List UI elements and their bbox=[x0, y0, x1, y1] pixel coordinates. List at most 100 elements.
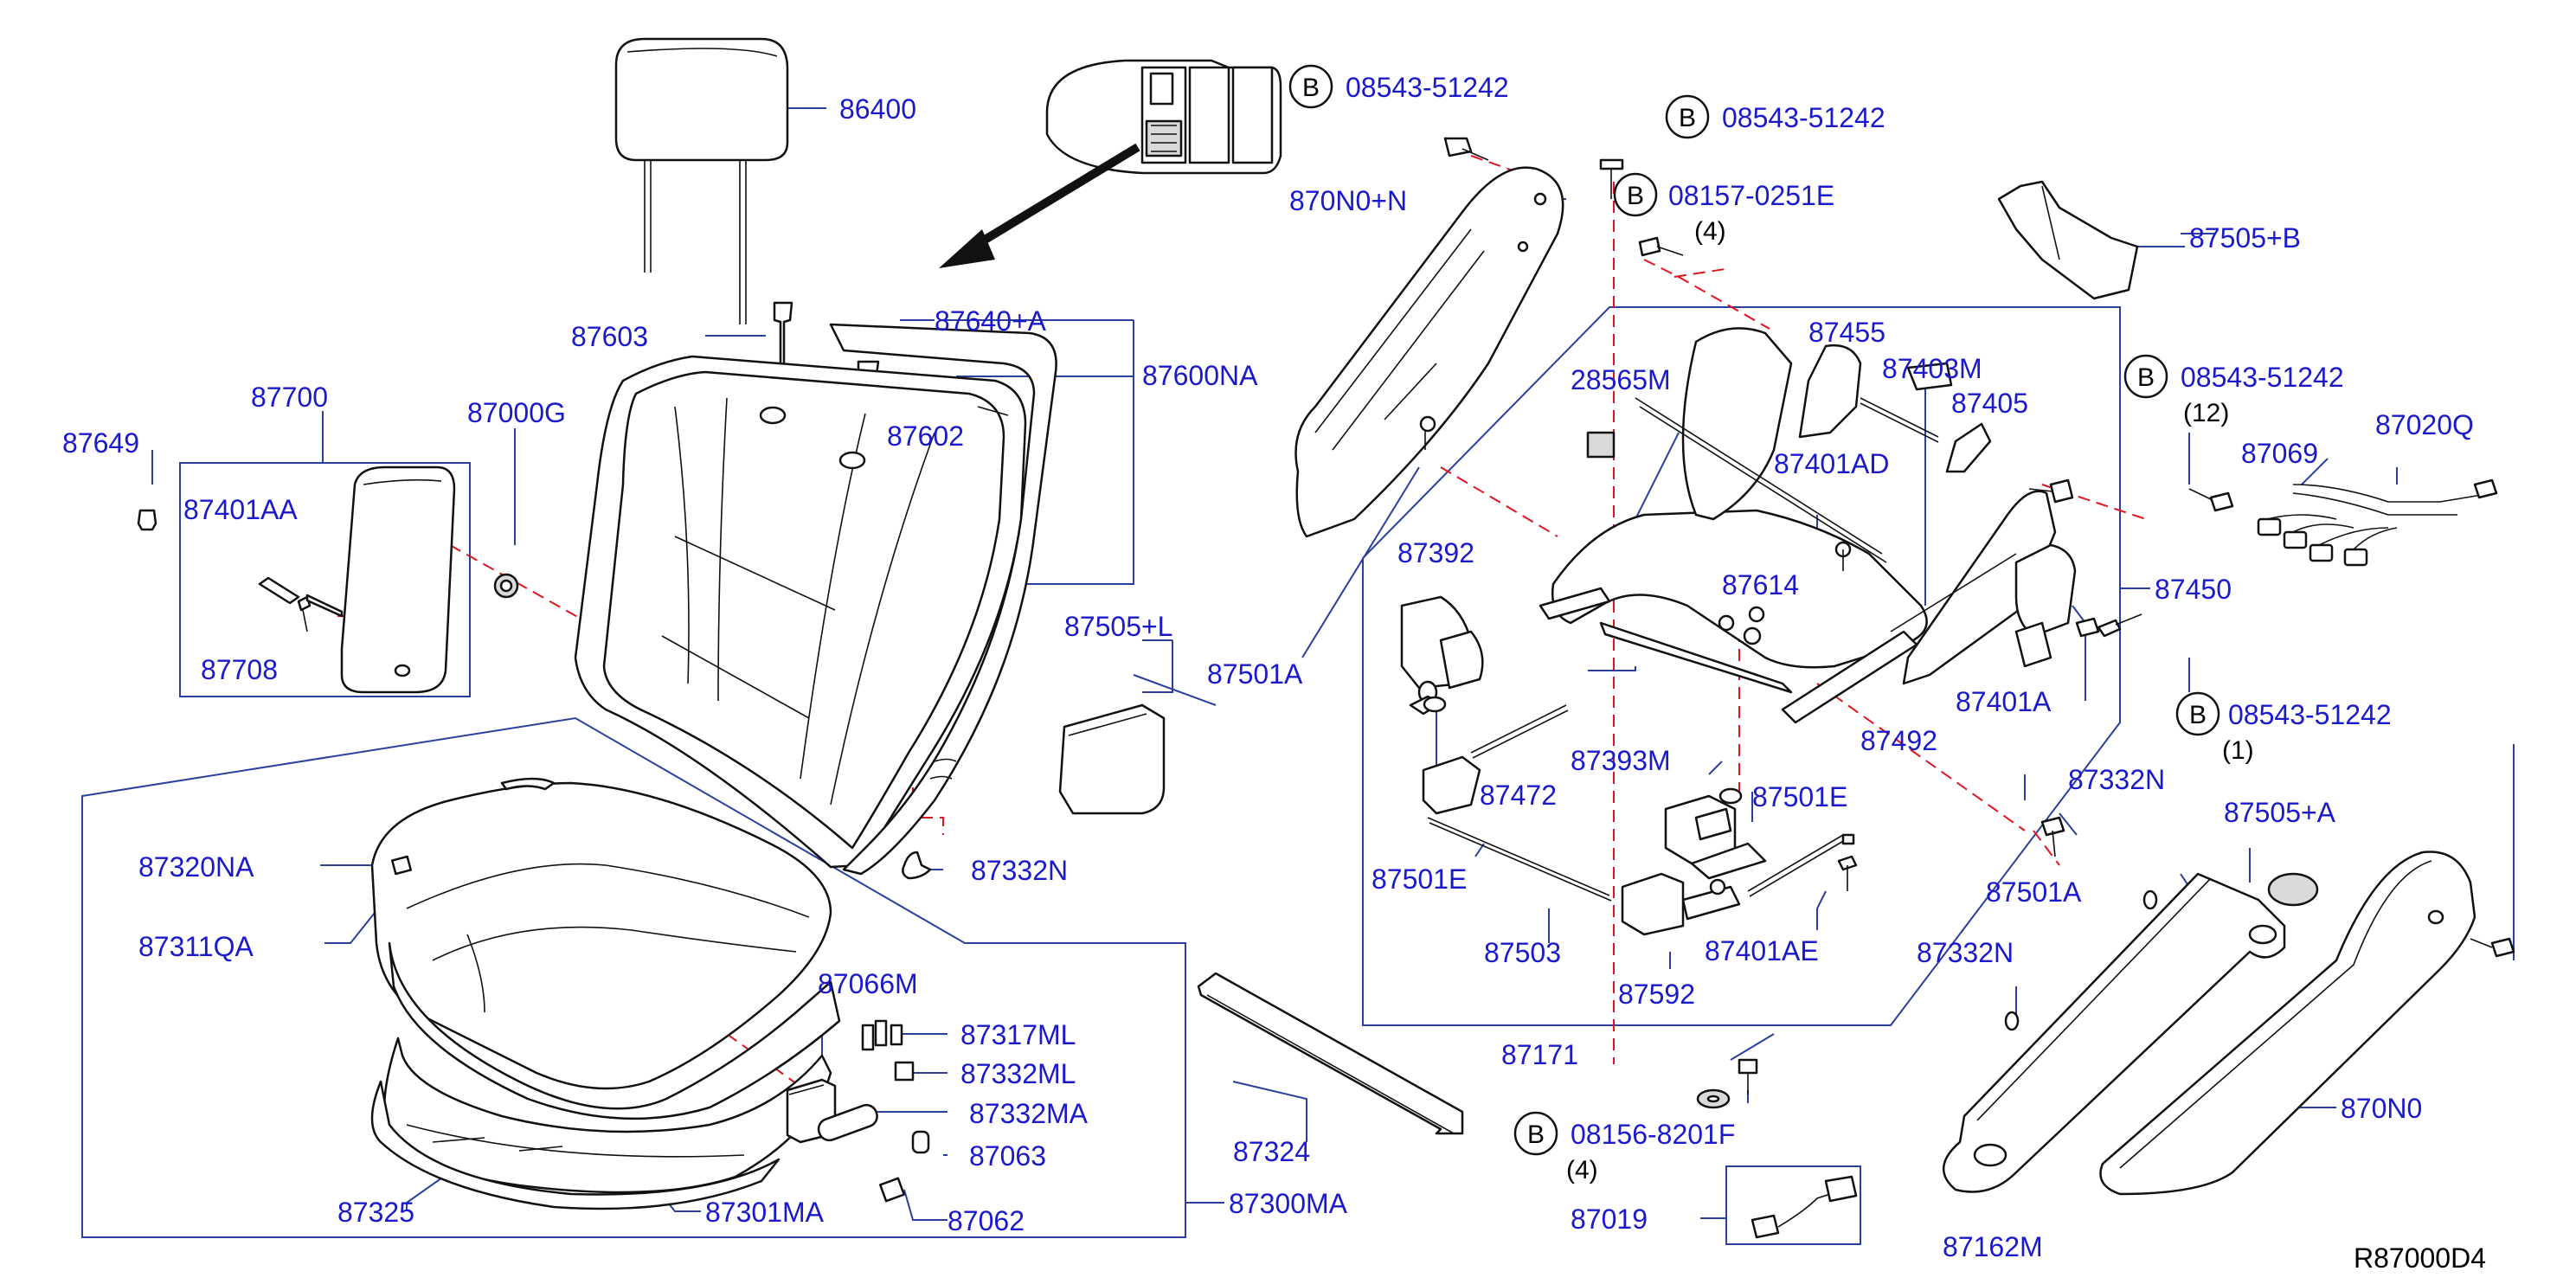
label-87332n-seat: 87332N bbox=[971, 855, 1068, 886]
label-87501a-right: 87501A bbox=[1986, 876, 2082, 908]
label-87505-b: 87505+B bbox=[2189, 222, 2301, 254]
label-87614: 87614 bbox=[1722, 569, 1799, 600]
label-87602: 87602 bbox=[887, 421, 964, 452]
label-87311qa: 87311QA bbox=[138, 931, 254, 962]
label-87401a: 87401A bbox=[1956, 686, 2052, 717]
bolt-marker-b-6-letter: B bbox=[1527, 1120, 1545, 1149]
label-870n0-n: 870N0+N bbox=[1289, 185, 1407, 216]
label-87062: 87062 bbox=[948, 1205, 1025, 1236]
armrest-87700 bbox=[137, 465, 519, 694]
bolt-marker-b-4 bbox=[2123, 354, 2168, 399]
label-87401ad: 87401AD bbox=[1774, 448, 1889, 479]
seat-cushion-87300MA bbox=[370, 777, 841, 1210]
label-87640-a: 87640+A bbox=[935, 305, 1047, 337]
bolts-adjuster bbox=[1443, 137, 2515, 1095]
label-87317ml: 87317ML bbox=[960, 1019, 1076, 1050]
rear-cover-87505L bbox=[1058, 703, 1166, 815]
bolt-marker-b-3 bbox=[1613, 172, 1658, 217]
label-87450: 87450 bbox=[2155, 574, 2232, 605]
label-87320na: 87320NA bbox=[138, 851, 254, 883]
label-87700: 87700 bbox=[251, 382, 328, 413]
armrest-group-frame bbox=[179, 462, 471, 697]
label-87455: 87455 bbox=[1808, 317, 1885, 348]
headrest-86400 bbox=[614, 37, 789, 324]
motor-87401A bbox=[2014, 543, 2100, 668]
bolt-marker-b-1-letter: B bbox=[1302, 74, 1320, 102]
harness-87019 bbox=[1751, 1175, 1858, 1239]
label-qty-12: (12) bbox=[2183, 399, 2229, 427]
label-87300ma: 87300MA bbox=[1229, 1188, 1348, 1219]
label-870n0: 870N0 bbox=[2341, 1093, 2422, 1124]
bolt-marker-b-4-letter: B bbox=[2137, 363, 2155, 392]
rail-cover-87324 bbox=[1197, 972, 1464, 1135]
label-87405: 87405 bbox=[1951, 388, 2028, 419]
label-87501e-right: 87501E bbox=[1752, 781, 1847, 812]
adjuster-frame bbox=[1419, 327, 2057, 724]
label-87392: 87392 bbox=[1397, 537, 1474, 568]
crossbars bbox=[1860, 362, 1953, 443]
bolt-marker-b-1 bbox=[1288, 64, 1333, 109]
label-08157-0251e: 08157-0251E bbox=[1668, 180, 1834, 211]
label-87332ml: 87332ML bbox=[960, 1058, 1076, 1089]
label-08543-51242-right: 08543-51242 bbox=[2181, 362, 2344, 393]
bolt-marker-b-2 bbox=[1665, 94, 1710, 139]
side-cover-87162M bbox=[1942, 872, 2286, 1193]
seatback-87600NA bbox=[574, 323, 1057, 876]
label-87066m: 87066M bbox=[818, 968, 918, 999]
label-87403m: 87403M bbox=[1882, 353, 1982, 384]
label-87472: 87472 bbox=[1480, 780, 1557, 811]
label-87649: 87649 bbox=[62, 427, 139, 459]
washer-87171 bbox=[1696, 1088, 1731, 1109]
label-87401aa: 87401AA bbox=[183, 494, 298, 525]
seat-cushion-group-frame bbox=[81, 716, 1186, 1238]
harness-87020Q bbox=[2257, 478, 2498, 567]
label-87332ma: 87332MA bbox=[969, 1098, 1089, 1129]
cover-87505B bbox=[1997, 180, 2139, 300]
bolt-marker-b-2-letter: B bbox=[1679, 104, 1696, 132]
seatback-frame-870N0N bbox=[1294, 166, 1564, 538]
label-87325: 87325 bbox=[337, 1197, 414, 1228]
label-87505-l: 87505+L bbox=[1064, 611, 1172, 642]
pads-87332N bbox=[2004, 889, 2158, 1031]
motor-87401AE bbox=[1621, 872, 1741, 936]
label-87708: 87708 bbox=[201, 654, 278, 685]
label-87332n-right: 87332N bbox=[2068, 764, 2165, 795]
label-87501e-left: 87501E bbox=[1372, 863, 1467, 895]
label-87332n-low: 87332N bbox=[1917, 937, 2014, 968]
bolt-marker-b-5 bbox=[2175, 691, 2220, 736]
label-87501a-left: 87501A bbox=[1207, 658, 1303, 690]
cables bbox=[1422, 704, 1846, 902]
label-08543-51242-mid: 08543-51242 bbox=[1722, 102, 1885, 133]
label-87069: 87069 bbox=[2241, 438, 2318, 469]
side-cover-870N0 bbox=[2099, 851, 2476, 1196]
label-87401ae: 87401AE bbox=[1705, 935, 1819, 966]
bolt-marker-b-3-letter: B bbox=[1627, 182, 1644, 210]
label-87503: 87503 bbox=[1484, 937, 1561, 968]
knobs bbox=[817, 1019, 930, 1203]
motor-87393M bbox=[1664, 794, 1767, 880]
label-08543-51242-top: 08543-51242 bbox=[1346, 72, 1509, 103]
motor-87392 bbox=[1400, 595, 1484, 716]
label-87171: 87171 bbox=[1501, 1039, 1578, 1070]
label-87020q: 87020Q bbox=[2375, 409, 2474, 440]
view-indicator bbox=[939, 59, 1282, 268]
bolt-marker-b-6 bbox=[1513, 1111, 1558, 1156]
label-08543-51242-low: 08543-51242 bbox=[2228, 699, 2392, 730]
cap-87505A bbox=[2267, 872, 2319, 907]
label-87505-a: 87505+A bbox=[2224, 797, 2336, 828]
label-87162m: 87162M bbox=[1943, 1231, 2043, 1262]
label-87324: 87324 bbox=[1233, 1136, 1310, 1167]
bolt-marker-b-5-letter: B bbox=[2189, 701, 2207, 729]
label-qty-1: (1) bbox=[2222, 736, 2254, 765]
label-87603: 87603 bbox=[571, 321, 648, 352]
label-86400: 86400 bbox=[839, 93, 916, 125]
washers-87501E bbox=[1423, 696, 1743, 805]
label-qty-4-a: (4) bbox=[1694, 217, 1726, 246]
label-qty-4-b: (4) bbox=[1566, 1156, 1598, 1184]
label-87492: 87492 bbox=[1860, 725, 1937, 756]
label-87301ma: 87301MA bbox=[705, 1197, 825, 1228]
harness-87019-frame bbox=[1725, 1165, 1861, 1245]
label-28565m: 28565M bbox=[1571, 364, 1671, 395]
label-87393m: 87393M bbox=[1571, 745, 1671, 776]
